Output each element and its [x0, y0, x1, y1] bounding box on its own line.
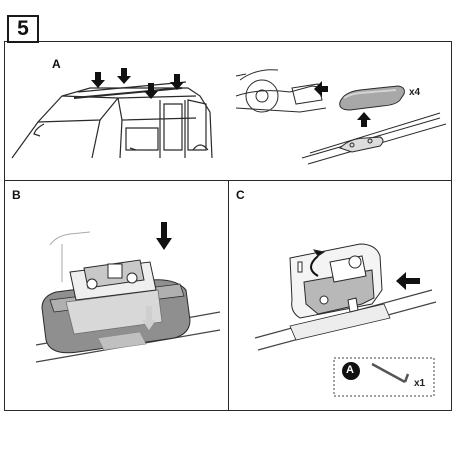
roof-rail-a: [301, 112, 447, 165]
tool-inset: [333, 357, 435, 397]
foot-cover: [339, 85, 405, 111]
panel-a-label: A: [52, 57, 61, 71]
foot-assembly: [35, 231, 221, 363]
step-number: 5: [7, 15, 39, 43]
van-illustration: [11, 81, 213, 159]
up-arrow-icon: [357, 112, 371, 127]
down-arrow-icon: [91, 72, 105, 88]
foot-cover-quantity: x4: [409, 87, 421, 98]
down-arrow-icon: [170, 74, 184, 90]
down-arrow-icon: [142, 306, 156, 330]
clamp-assembly: [254, 243, 437, 351]
allen-key-icon: [371, 362, 406, 384]
instruction-frame: [4, 41, 452, 411]
tool-badge-label: A: [346, 364, 354, 376]
roof-arrows: [91, 68, 184, 99]
panel-c-label: C: [236, 188, 245, 202]
tool-quantity: x1: [414, 378, 426, 389]
panel-b-label: B: [12, 188, 21, 202]
down-arrow-icon: [144, 83, 158, 99]
down-arrow-icon: [156, 222, 172, 250]
cabin-illustration: [235, 65, 327, 119]
left-arrow-icon: [314, 81, 328, 97]
down-arrow-icon: [117, 68, 131, 84]
panel-divider-vertical: [228, 180, 229, 411]
left-arrow-icon: [396, 272, 420, 290]
